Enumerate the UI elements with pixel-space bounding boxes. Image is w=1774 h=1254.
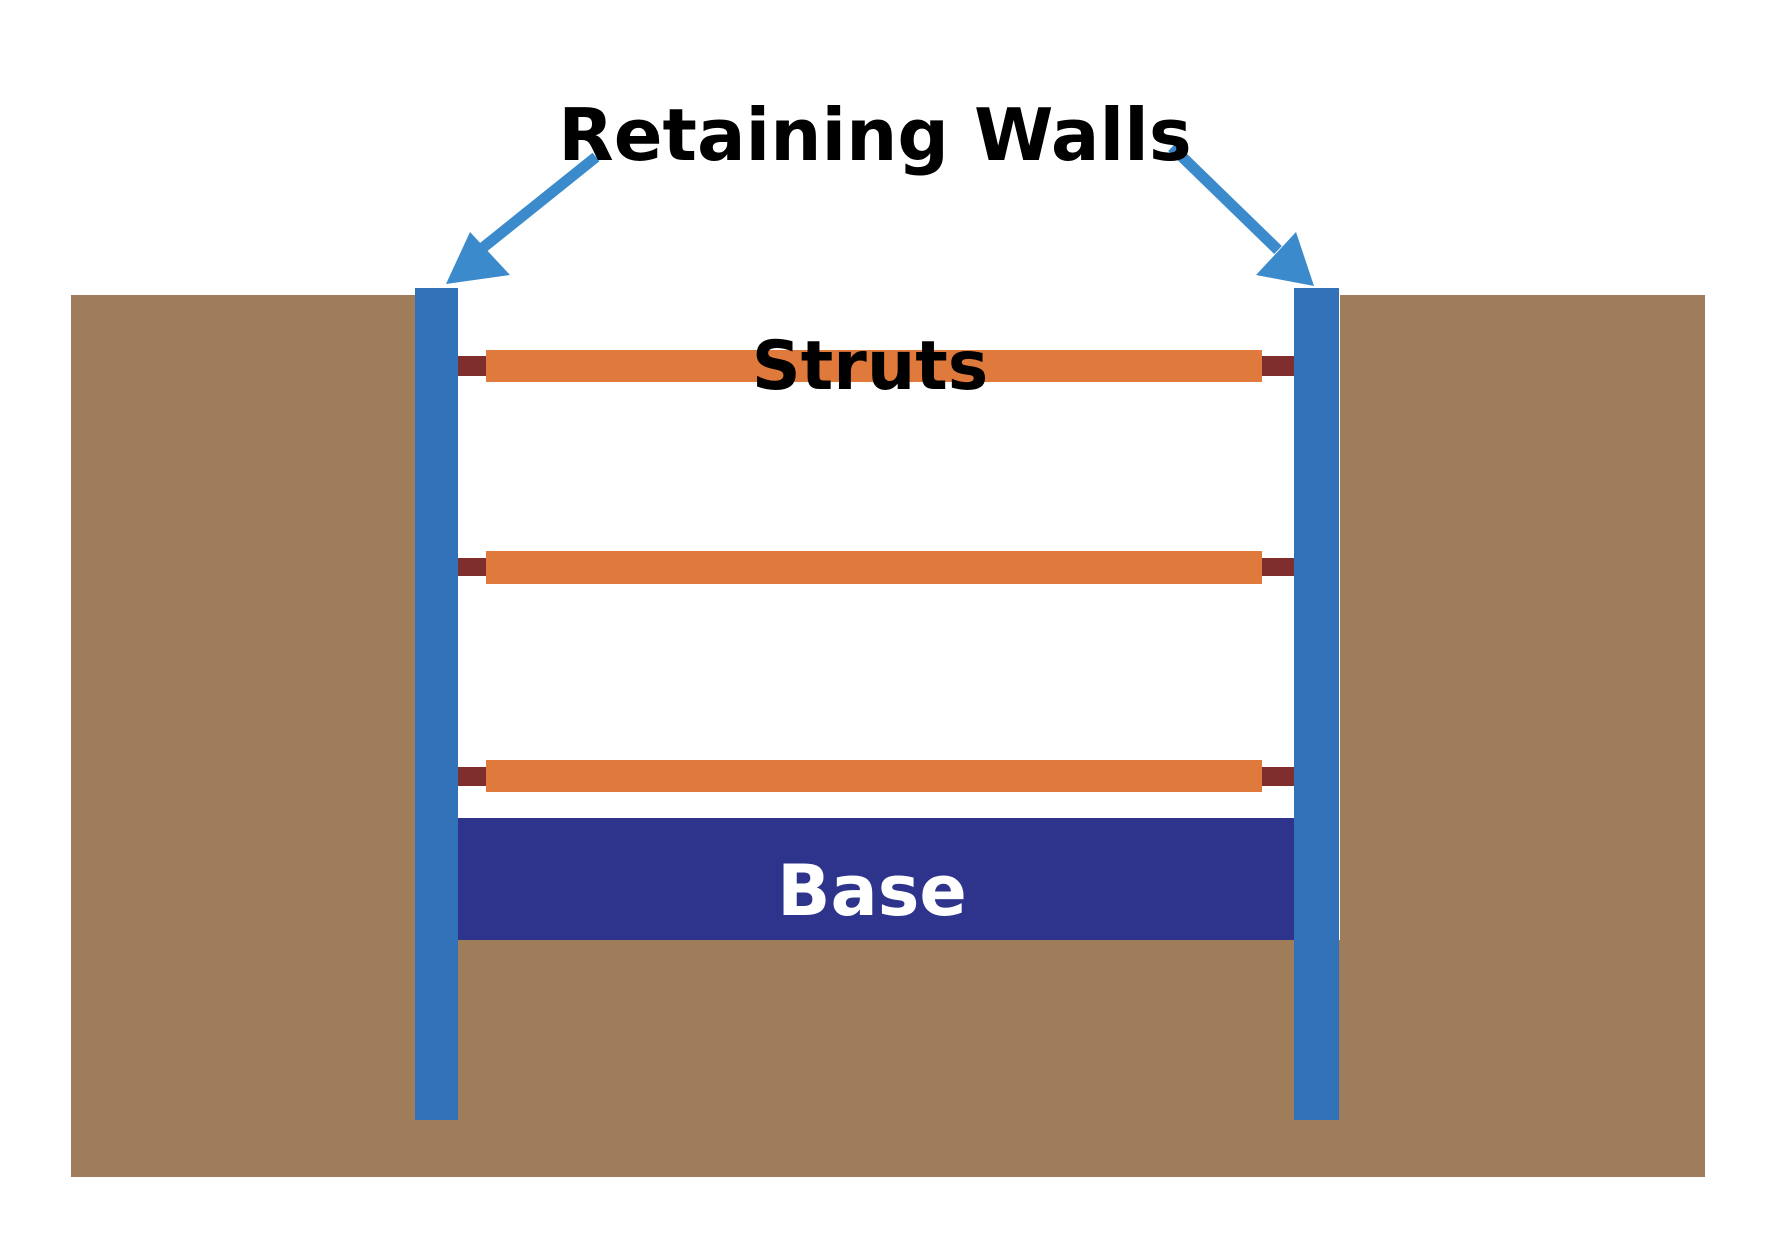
strut-connector xyxy=(1260,767,1294,786)
base-slab xyxy=(456,818,1294,940)
arrow-right xyxy=(1168,143,1314,286)
arrow-left xyxy=(446,152,600,284)
strut-connectors xyxy=(456,356,1294,786)
strut-connector xyxy=(456,558,488,576)
arrow-right-head xyxy=(1256,232,1314,286)
retaining-walls-label: Retaining Walls xyxy=(558,93,1191,177)
arrow-left-shaft xyxy=(476,152,600,255)
arrow-right-shaft xyxy=(1168,143,1282,254)
strut-middle xyxy=(486,551,1262,584)
strut-connector xyxy=(1260,558,1294,576)
strut-connector xyxy=(1260,356,1294,376)
struts-label: Struts xyxy=(752,327,988,406)
arrow-left-head xyxy=(446,232,510,284)
strut-connector xyxy=(456,767,488,786)
soil-left xyxy=(71,295,416,1177)
retaining-wall-right xyxy=(1294,288,1339,1120)
soil-below-base xyxy=(416,940,1340,1177)
base-label: Base xyxy=(777,850,967,932)
retaining-wall-left xyxy=(415,288,458,1120)
strut-bottom xyxy=(486,760,1262,792)
soil-right xyxy=(1340,295,1705,1177)
soil-ground xyxy=(71,295,1705,1177)
strut-connector xyxy=(456,356,488,376)
struts xyxy=(486,350,1262,792)
strut-top xyxy=(486,350,1262,382)
